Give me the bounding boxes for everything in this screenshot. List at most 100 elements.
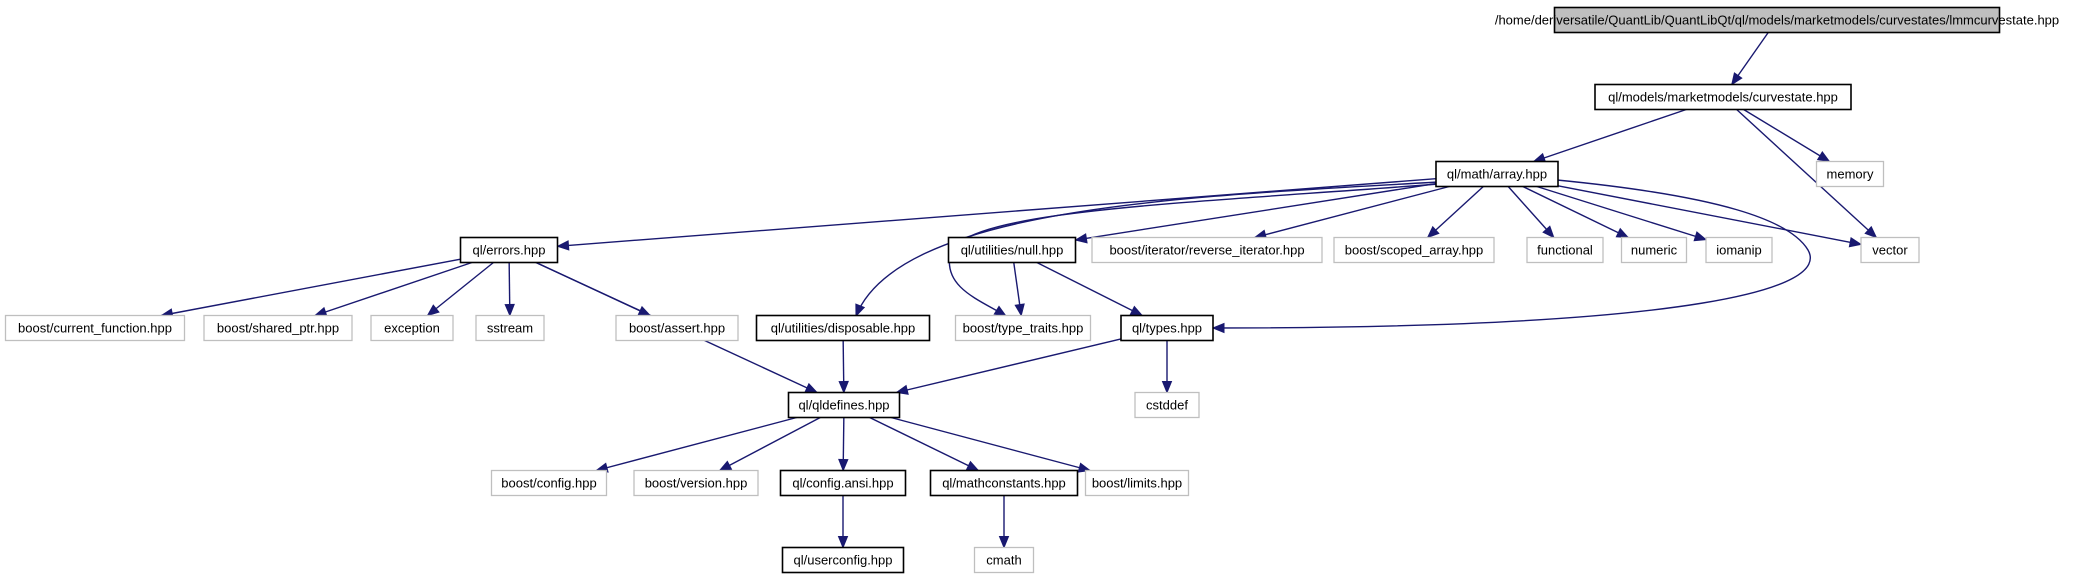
- node-label-functional: functional: [1537, 243, 1593, 258]
- node-array[interactable]: ql/math/array.hpp: [1435, 160, 1559, 188]
- arrowhead-qldefines-to-mathconst: [965, 460, 980, 472]
- node-box-memory: [1815, 160, 1885, 188]
- node-box-bconfig: [490, 469, 608, 497]
- edge-array-to-iomanip: [1536, 185, 1707, 241]
- node-disposable[interactable]: ql/utilities/disposable.hpp: [755, 314, 931, 342]
- node-memory: memory: [1815, 160, 1885, 188]
- node-lmm[interactable]: /home/deriversatile/QuantLib/QuantLibQt/…: [1495, 6, 2059, 34]
- node-revit: boost/iterator/reverse_iterator.hpp: [1091, 236, 1323, 264]
- node-label-cstddef: cstddef: [1146, 398, 1188, 413]
- node-box-qldefines: [787, 391, 901, 419]
- arrowhead-disposable-to-qldefines: [838, 380, 849, 394]
- node-errors[interactable]: ql/errors.hpp: [459, 236, 559, 264]
- edge-qldefines-to-bconfig: [596, 416, 797, 472]
- node-scoped: boost/scoped_array.hpp: [1333, 236, 1495, 264]
- node-box-null: [947, 236, 1077, 264]
- node-label-iomanip: iomanip: [1716, 243, 1762, 258]
- node-box-disposable: [755, 314, 931, 342]
- node-box-cstddef: [1134, 391, 1200, 419]
- edge-layer: [160, 32, 1878, 549]
- arrowhead-array-to-iomanip: [1693, 231, 1708, 242]
- arrowhead-array-to-disposable: [855, 303, 866, 318]
- node-sstream: sstream: [475, 314, 545, 342]
- node-box-curvestate: [1594, 83, 1852, 111]
- node-box-cmath: [973, 546, 1035, 574]
- node-label-disposable: ql/utilities/disposable.hpp: [771, 321, 916, 336]
- node-configansi[interactable]: ql/config.ansi.hpp: [779, 469, 907, 497]
- edge-errors-to-sharedptr: [314, 261, 473, 317]
- node-functional: functional: [1526, 236, 1604, 264]
- node-label-bconfig: boost/config.hpp: [501, 476, 596, 491]
- node-userconfig[interactable]: ql/userconfig.hpp: [781, 546, 905, 574]
- node-box-blimits: [1084, 469, 1190, 497]
- node-box-iomanip: [1705, 236, 1773, 264]
- arrowhead-null-to-typetraits: [1014, 303, 1025, 317]
- arrowhead-array-to-types: [1211, 322, 1225, 334]
- arrowhead-array-to-numeric: [1615, 227, 1630, 239]
- arrowhead-qldefines-to-configansi: [838, 458, 849, 472]
- node-null[interactable]: ql/utilities/null.hpp: [947, 236, 1077, 264]
- node-box-numeric: [1620, 236, 1688, 264]
- node-box-revit: [1091, 236, 1323, 264]
- arrowhead-array-to-null: [1074, 233, 1088, 244]
- arrowhead-qldefines-to-blimits: [1077, 462, 1092, 473]
- arrowhead-curvestate-to-vector: [1864, 225, 1878, 239]
- arrowhead-array-to-typetraits: [993, 305, 1008, 317]
- node-box-userconfig: [781, 546, 905, 574]
- node-cstddef: cstddef: [1134, 391, 1200, 419]
- edge-array-to-revit: [1254, 185, 1450, 239]
- node-label-configansi: ql/config.ansi.hpp: [792, 476, 893, 491]
- edge-qldefines-to-mathconst: [869, 416, 979, 472]
- node-label-bversion: boost/version.hpp: [645, 476, 748, 491]
- arrowhead-array-to-functional: [1542, 225, 1555, 239]
- edge-array-to-null: [1075, 182, 1437, 241]
- node-bversion: boost/version.hpp: [633, 469, 759, 497]
- node-iomanip: iomanip: [1705, 236, 1773, 264]
- node-label-errors: ql/errors.hpp: [473, 243, 546, 258]
- arrowhead-curvestate-to-memory: [1816, 151, 1831, 163]
- node-curvestate[interactable]: ql/models/marketmodels/curvestate.hpp: [1594, 83, 1852, 111]
- node-box-mathconst: [929, 469, 1079, 497]
- edge-array-to-scoped: [1427, 185, 1484, 239]
- node-box-bassert: [615, 314, 739, 342]
- node-label-blimits: boost/limits.hpp: [1092, 476, 1182, 491]
- node-typetraits: boost/type_traits.hpp: [954, 314, 1092, 342]
- node-label-curvestate: ql/models/marketmodels/curvestate.hpp: [1608, 90, 1838, 105]
- node-box-sharedptr: [203, 314, 353, 342]
- arrowhead-configansi-to-userconfig: [837, 536, 849, 549]
- node-label-sharedptr: boost/shared_ptr.hpp: [217, 321, 339, 336]
- node-qldefines[interactable]: ql/qldefines.hpp: [787, 391, 901, 419]
- node-vector: vector: [1860, 236, 1920, 264]
- arrowhead-errors-to-qldefines: [804, 382, 819, 394]
- node-curfunc: boost/current_function.hpp: [4, 314, 186, 342]
- node-label-types: ql/types.hpp: [1132, 321, 1202, 336]
- node-box-scoped: [1333, 236, 1495, 264]
- node-mathconst[interactable]: ql/mathconstants.hpp: [929, 469, 1079, 497]
- node-label-bassert: boost/assert.hpp: [629, 321, 725, 336]
- arrowhead-mathconst-to-cmath: [998, 536, 1010, 549]
- node-bassert: boost/assert.hpp: [615, 314, 739, 342]
- node-types[interactable]: ql/types.hpp: [1120, 314, 1214, 342]
- node-label-curfunc: boost/current_function.hpp: [18, 321, 172, 336]
- arrowhead-array-to-errors: [556, 240, 570, 251]
- node-label-qldefines: ql/qldefines.hpp: [798, 398, 889, 413]
- arrowhead-errors-to-exception: [426, 304, 440, 317]
- node-label-cmath: cmath: [986, 553, 1021, 568]
- node-label-sstream: sstream: [487, 321, 533, 336]
- node-label-memory: memory: [1827, 167, 1874, 182]
- node-label-userconfig: ql/userconfig.hpp: [793, 553, 892, 568]
- edge-qldefines-to-bversion: [719, 416, 821, 472]
- edge-curvestate-to-vector: [1736, 108, 1877, 239]
- node-label-exception: exception: [384, 321, 440, 336]
- node-label-vector: vector: [1872, 243, 1908, 258]
- node-bconfig: boost/config.hpp: [490, 469, 608, 497]
- node-label-numeric: numeric: [1631, 243, 1678, 258]
- arrowhead-array-to-scoped: [1426, 225, 1440, 239]
- edge-qldefines-to-blimits: [890, 416, 1091, 472]
- arrowhead-array-to-vector: [1848, 237, 1863, 248]
- node-blimits: boost/limits.hpp: [1084, 469, 1190, 497]
- node-label-revit: boost/iterator/reverse_iterator.hpp: [1109, 243, 1304, 258]
- arrowhead-types-to-cstddef: [1161, 381, 1173, 394]
- node-label-mathconst: ql/mathconstants.hpp: [942, 476, 1066, 491]
- node-box-exception: [370, 314, 454, 342]
